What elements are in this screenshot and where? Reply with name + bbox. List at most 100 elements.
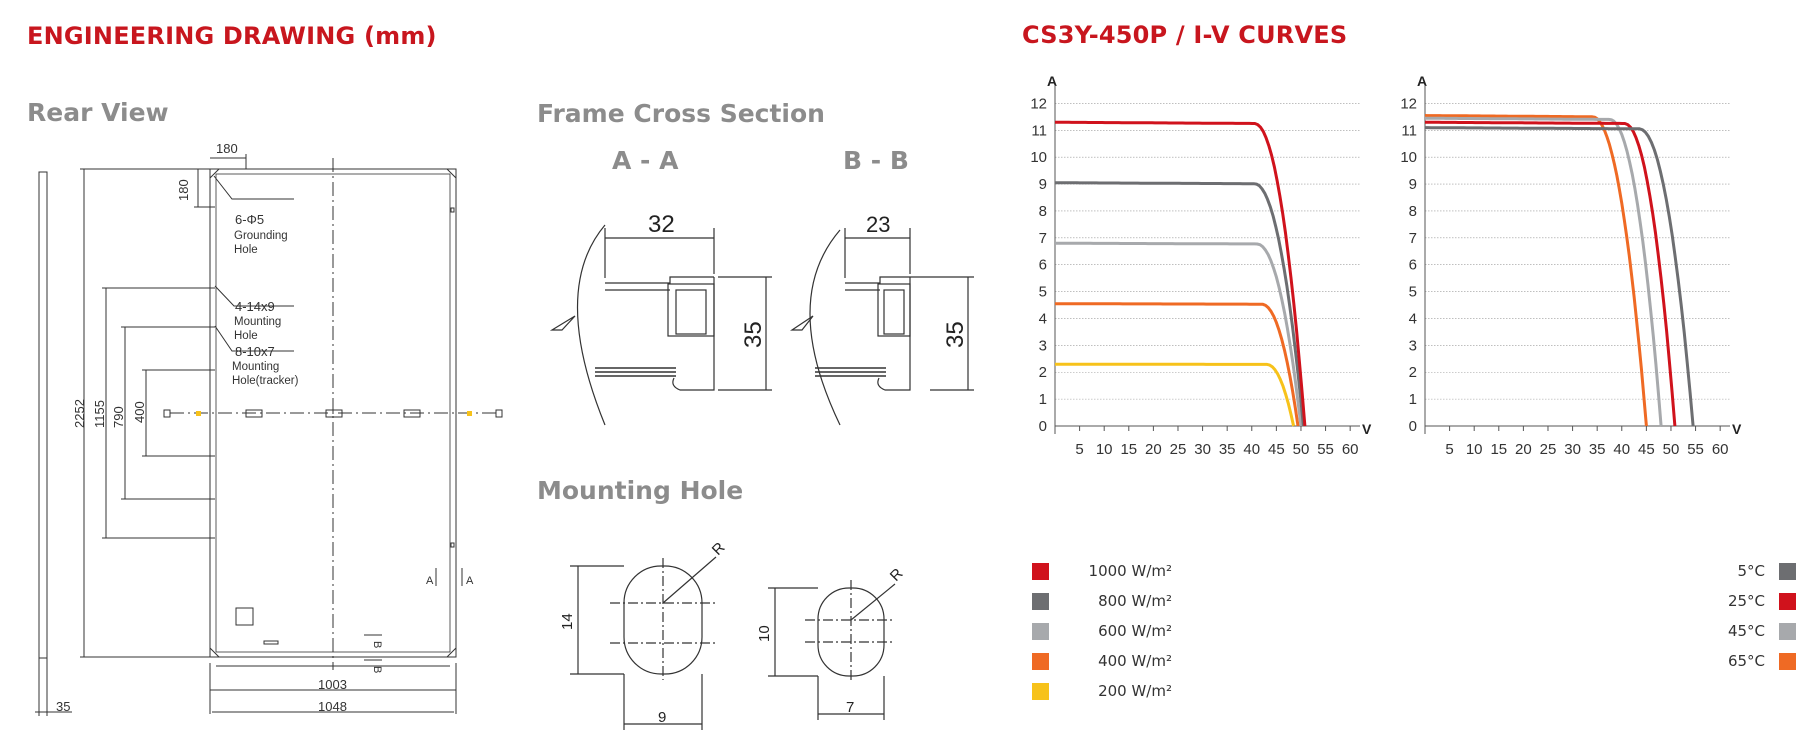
tracker-leader (214, 325, 294, 352)
legend-item: 65°C (1700, 652, 1796, 670)
y-tick-label: 7 (1039, 230, 1047, 247)
legend-label: 5°C (1737, 562, 1765, 580)
dim-side-180: 180 (176, 179, 191, 201)
y-tick-label: 8 (1409, 203, 1417, 220)
grounding-label-1: Grounding (234, 230, 288, 242)
mounting-hole-heading: Mounting Hole (537, 476, 744, 505)
x-tick-label: 5 (1075, 441, 1083, 458)
y-axis-label: A (1047, 73, 1057, 89)
x-axis-label: V (1362, 421, 1372, 437)
y-tick-label: 0 (1039, 418, 1047, 435)
legend-label: 600 W/m² (1098, 622, 1172, 640)
x-tick-label: 45 (1268, 441, 1285, 458)
series-line-400wm (1055, 302, 1300, 427)
small-hole-radius: R (887, 565, 907, 585)
tracker-count: 8-10x7 (235, 344, 275, 359)
legend-item: 600 W/m² (1032, 622, 1172, 640)
side-profile (38, 171, 48, 659)
frame-cross-section-heading: Frame Cross Section (537, 99, 825, 128)
x-tick-label: 15 (1120, 441, 1137, 458)
y-tick-label: 6 (1039, 257, 1047, 274)
legend-label: 800 W/m² (1098, 592, 1172, 610)
series-line-5c (1425, 126, 1695, 427)
legend-label: 45°C (1727, 622, 1765, 640)
x-tick-label: 50 (1293, 441, 1310, 458)
y-tick-label: 4 (1039, 310, 1047, 327)
dim-1048: 1048 (318, 699, 347, 714)
legend-item: 5°C (1700, 562, 1796, 580)
series-line-25c (1425, 120, 1677, 427)
dim-790: 790 (111, 406, 126, 428)
legend-item: 25°C (1700, 592, 1796, 610)
rear-view-heading: Rear View (27, 98, 169, 127)
series-line-1000wm (1055, 120, 1307, 427)
dim-2252: 2252 (72, 399, 87, 428)
section-a-right: A (466, 575, 474, 587)
y-tick-label: 10 (1030, 149, 1047, 166)
y-tick-label: 5 (1039, 284, 1047, 301)
big-hole-width: 9 (658, 709, 666, 726)
junction-box (235, 607, 254, 626)
legend-swatch (1032, 622, 1049, 640)
series-line-200wm (1055, 362, 1296, 427)
iv-curves-title: CS3Y-450P / I-V CURVES (1022, 21, 1348, 49)
x-tick-label: 20 (1145, 441, 1162, 458)
dim-top-180: 180 (216, 141, 238, 156)
y-tick-label: 1 (1039, 391, 1047, 408)
x-tick-label: 30 (1194, 441, 1211, 458)
x-tick-label: 30 (1564, 441, 1581, 458)
dim-1155: 1155 (92, 400, 107, 428)
y-axis-label: A (1417, 73, 1427, 89)
y-tick-label: 1 (1409, 391, 1417, 408)
mounting-label-2: Hole (234, 330, 258, 342)
legend-label: 400 W/m² (1098, 652, 1172, 670)
y-tick-label: 7 (1409, 230, 1417, 247)
tracker-label-1: Mounting (232, 361, 279, 373)
series-line-45c (1425, 116, 1663, 427)
engineering-drawing-title: ENGINEERING DRAWING (mm) (27, 22, 437, 50)
section-b-bottom: B (371, 666, 383, 673)
frame-cross-sections: 32 35 23 35 (549, 211, 974, 426)
x-tick-label: 10 (1466, 441, 1483, 458)
grounding-label-2: Hole (234, 244, 258, 256)
x-tick-label: 20 (1515, 441, 1532, 458)
y-tick-label: 3 (1039, 337, 1047, 354)
dim-35: 35 (56, 699, 70, 714)
small-hole-height: 10 (756, 625, 773, 642)
x-tick-label: 40 (1613, 441, 1630, 458)
tracker-label-2: Hole(tracker) (232, 375, 299, 387)
big-hole-radius: R (709, 539, 729, 559)
y-tick-label: 12 (1030, 95, 1047, 112)
y-tick-label: 12 (1400, 95, 1417, 112)
big-hole-height: 14 (559, 613, 576, 630)
aa-width-label: 32 (648, 211, 675, 238)
x-tick-label: 25 (1170, 441, 1187, 458)
legend-swatch (1779, 622, 1796, 640)
x-tick-label: 35 (1589, 441, 1606, 458)
mounting-count: 4-14x9 (235, 299, 275, 314)
legend-label: 25°C (1727, 592, 1765, 610)
x-tick-label: 35 (1219, 441, 1236, 458)
series-line-800wm (1055, 181, 1305, 427)
y-tick-label: 8 (1039, 203, 1047, 220)
legend-swatch (1032, 562, 1049, 580)
x-tick-label: 40 (1243, 441, 1260, 458)
y-tick-label: 11 (1401, 122, 1417, 139)
x-axis-label: V (1732, 421, 1742, 437)
series-line-65c (1424, 114, 1648, 427)
mounting-label-1: Mounting (234, 316, 281, 328)
legend-label: 65°C (1727, 652, 1765, 670)
y-tick-label: 10 (1400, 149, 1417, 166)
mounting-holes: 14 9 R 10 7 R (559, 539, 907, 730)
series-line-600wm (1055, 241, 1303, 427)
aa-height-label: 35 (740, 321, 767, 348)
dim-400: 400 (132, 401, 147, 423)
bb-width-label: 23 (866, 212, 890, 237)
y-tick-label: 11 (1031, 122, 1047, 139)
y-tick-label: 2 (1409, 364, 1417, 381)
legend-swatch (1032, 652, 1049, 670)
grounding-count: 6-Φ5 (235, 212, 264, 227)
x-tick-label: 5 (1445, 441, 1453, 458)
y-tick-label: 2 (1039, 364, 1047, 381)
